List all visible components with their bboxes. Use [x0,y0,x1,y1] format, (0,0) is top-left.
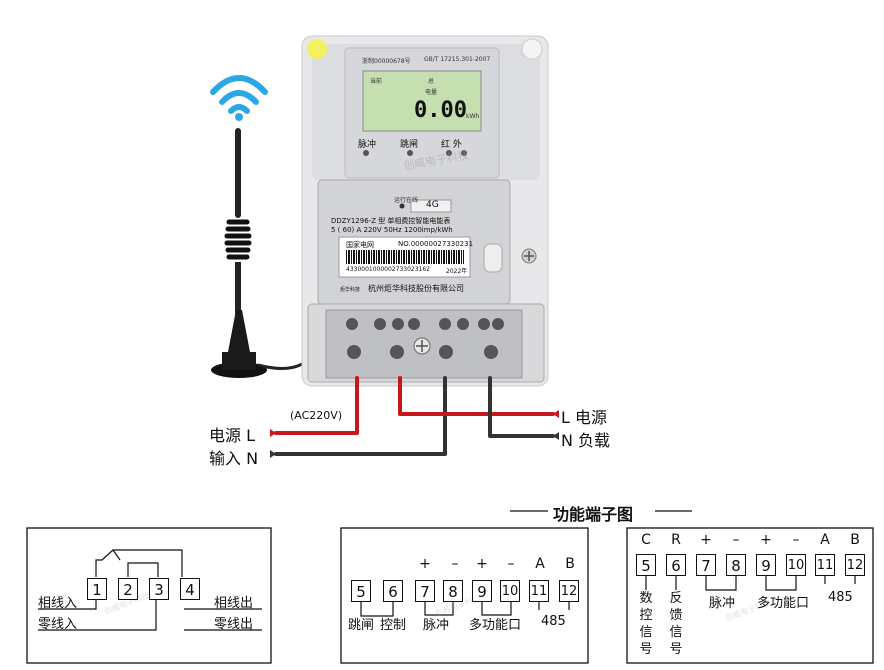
pulse-plus-sign: + [419,556,431,572]
ctrl-terminal-7: 7 [696,554,716,576]
ctrl-terminal-11: 11 [815,554,835,576]
maker-logo: 炬华科技 [340,287,361,293]
meter-body [301,35,549,387]
lcd-total: 总 [428,78,435,85]
control-label: 控制 [380,618,407,633]
aux-terminal-12: 12 [559,580,579,602]
pulse-label: 脉冲 [423,618,450,633]
antenna [211,128,314,378]
multi-plus-sign: + [476,556,488,572]
line-out-label: 相线出 [214,596,254,611]
box-aux-terminals [340,527,589,664]
network-badge: 4G [426,200,439,210]
ctrl-terminal-5: 5 [636,554,656,576]
meter-spec: 5 ( 60) A 220V 50Hz 1200imp/kWh [331,226,453,234]
multi-port-label: 多功能口 [469,618,522,633]
terminal-diagram-title: 功能端子图 [553,505,634,524]
production-year: 2022年 [446,268,468,275]
cert-number: 浙制00000678号 [362,58,411,65]
aux-terminal-7: 7 [415,580,435,602]
lcd-value: 0.00 [414,98,467,123]
meter-model: DDZY1296-Z 型 单相费控智能电能表 [331,217,451,225]
status-online: 在线 [406,197,419,204]
led-trip-label: 跳闸 [400,140,419,150]
led-pulse-label: 脉冲 [358,140,377,150]
power-l-label: 电源 L [209,426,256,445]
ctrl-terminal-10: 10 [786,554,806,576]
wifi-icon [210,75,268,121]
terminal-4: 4 [180,578,200,600]
multi-port-label-3: 多功能口 [757,596,810,611]
aux-terminal-10: 10 [500,580,520,602]
serial-number: NO.00000027330231 [398,240,474,248]
ctrl-terminal-8: 8 [726,554,746,576]
maker-name: 杭州炬华科技股份有限公司 [368,284,464,293]
lcd-energy: 电量 [425,89,438,96]
letter-c: C [641,532,651,548]
out-n-label: N 负载 [561,431,611,450]
terminal-3: 3 [149,578,169,600]
aux-terminal-11: 11 [529,580,549,602]
ctrl-terminal-12: 12 [845,554,865,576]
pulse-minus-sign: – [451,556,459,572]
rs485-label-3: 485 [828,590,853,605]
line-in-label: 相线入 [38,596,78,611]
aux-terminal-8: 8 [443,580,463,602]
ctrl-terminal-9: 9 [756,554,776,576]
terminal-2: 2 [118,578,138,600]
voltage-label: (AC220V) [290,409,343,422]
aux-terminal-6: 6 [383,580,403,602]
wire-ends [270,410,559,458]
trip-label: 跳闸 [348,618,375,633]
rs485-label: 485 [541,614,566,629]
grid-label: 国家电网 [346,241,374,249]
zero-in-label: 零线入 [38,617,78,632]
multi-minus-sign: – [507,556,515,572]
led-ir-label: 红 外 [441,140,462,150]
ctrl-terminal-6: 6 [666,554,686,576]
box-control-terminals [626,527,874,664]
pulse-minus-sign-3: – [732,532,740,548]
rs485-b-sign: B [565,556,575,572]
terminal-1: 1 [87,578,107,600]
zero-out-label: 零线出 [214,617,254,632]
status-run: 运行 [394,197,407,204]
rs485-a-sign-3: A [820,532,830,548]
multi-plus-sign-3: + [760,532,772,548]
out-l-label: L 电源 [561,408,608,427]
aux-terminal-9: 9 [472,580,492,602]
wires [274,376,555,456]
digital-signal-label: 数控信号 [639,591,653,657]
multi-minus-sign-3: – [792,532,800,548]
lcd-current: 当前 [370,78,383,85]
pulse-label-3: 脉冲 [709,596,736,611]
standard-number: GB/T 17215.301-2007 [424,56,491,63]
letter-r: R [671,532,681,548]
input-n-label: 输入 N [209,449,259,468]
lcd-unit: kWh [466,113,480,120]
box-main-terminals [26,527,272,664]
rs485-a-sign: A [535,556,545,572]
aux-terminal-5: 5 [351,580,371,602]
barcode-digits: 4330001000002733023162 [346,266,430,273]
barcode [346,250,464,264]
feedback-signal-label: 反馈信号 [669,591,683,657]
pulse-plus-sign-3: + [700,532,712,548]
rs485-b-sign-3: B [850,532,860,548]
